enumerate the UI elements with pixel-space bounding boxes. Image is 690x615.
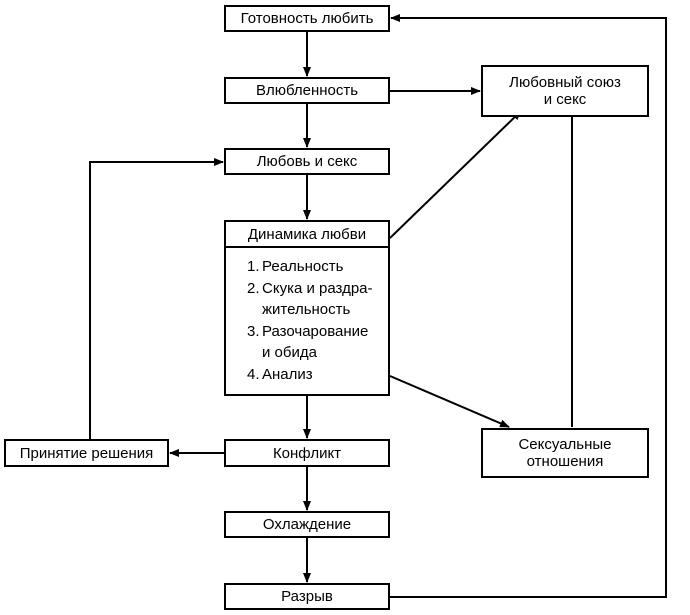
- node-love-union-line2: и секс: [543, 91, 587, 108]
- stage-number: 2.: [247, 279, 260, 297]
- node-cooling-label: Охлаждение: [262, 516, 352, 533]
- stage-number: 3.: [247, 322, 260, 340]
- stage-text: Реальность: [262, 258, 344, 275]
- node-love-union-line1: Любовный союз: [509, 74, 621, 91]
- node-sexual-relations-line2: отношения: [526, 453, 604, 470]
- stage-text: Анализ: [262, 365, 313, 383]
- node-love-and-sex-label: Любовь и секс: [256, 153, 358, 170]
- node-breakup-label: Разрыв: [281, 588, 333, 605]
- stage-number: 4.: [247, 365, 260, 383]
- edge-breakup-to-readiness: [390, 14, 667, 598]
- node-love-dynamics-title: Динамика любви: [226, 222, 388, 248]
- edge-decision-to-love-sex: [89, 158, 224, 439]
- edge-dynamics-to-love-union: [389, 110, 522, 239]
- node-sexual-relations-line1: Сексуальные: [518, 436, 612, 453]
- node-conflict-label: Конфликт: [272, 444, 342, 462]
- stage-text: Разочарование и обида: [262, 322, 369, 362]
- node-readiness: Готовность любить: [224, 5, 390, 32]
- node-sexual-relations: Сексуальные отношения: [481, 428, 649, 478]
- node-infatuation-label: Влюбленность: [255, 82, 359, 99]
- node-infatuation: Влюбленность: [224, 77, 390, 104]
- node-love-union: Любовный союз и секс: [481, 65, 649, 117]
- love-dynamics-stage: 1.Реальность: [226, 256, 382, 278]
- node-readiness-label: Готовность любить: [240, 10, 374, 27]
- love-dynamics-stage: 4.Анализ: [226, 364, 382, 386]
- node-cooling: Охлаждение: [224, 511, 390, 538]
- stage-number: 1.: [247, 258, 260, 275]
- love-dynamics-stage: 3.Разочарование и обида: [226, 321, 382, 364]
- node-decision-label: Принятие решения: [19, 444, 154, 462]
- node-love-and-sex: Любовь и секс: [224, 148, 390, 175]
- stage-text: Скука и раздра- жительность: [262, 279, 373, 319]
- edge-dynamics-to-sexual-relations: [389, 375, 510, 428]
- node-conflict: Конфликт: [224, 439, 390, 467]
- node-decision: Принятие решения: [4, 439, 169, 467]
- node-breakup: Разрыв: [224, 583, 390, 610]
- love-dynamics-stage: 2.Скука и раздра- жительность: [226, 278, 382, 321]
